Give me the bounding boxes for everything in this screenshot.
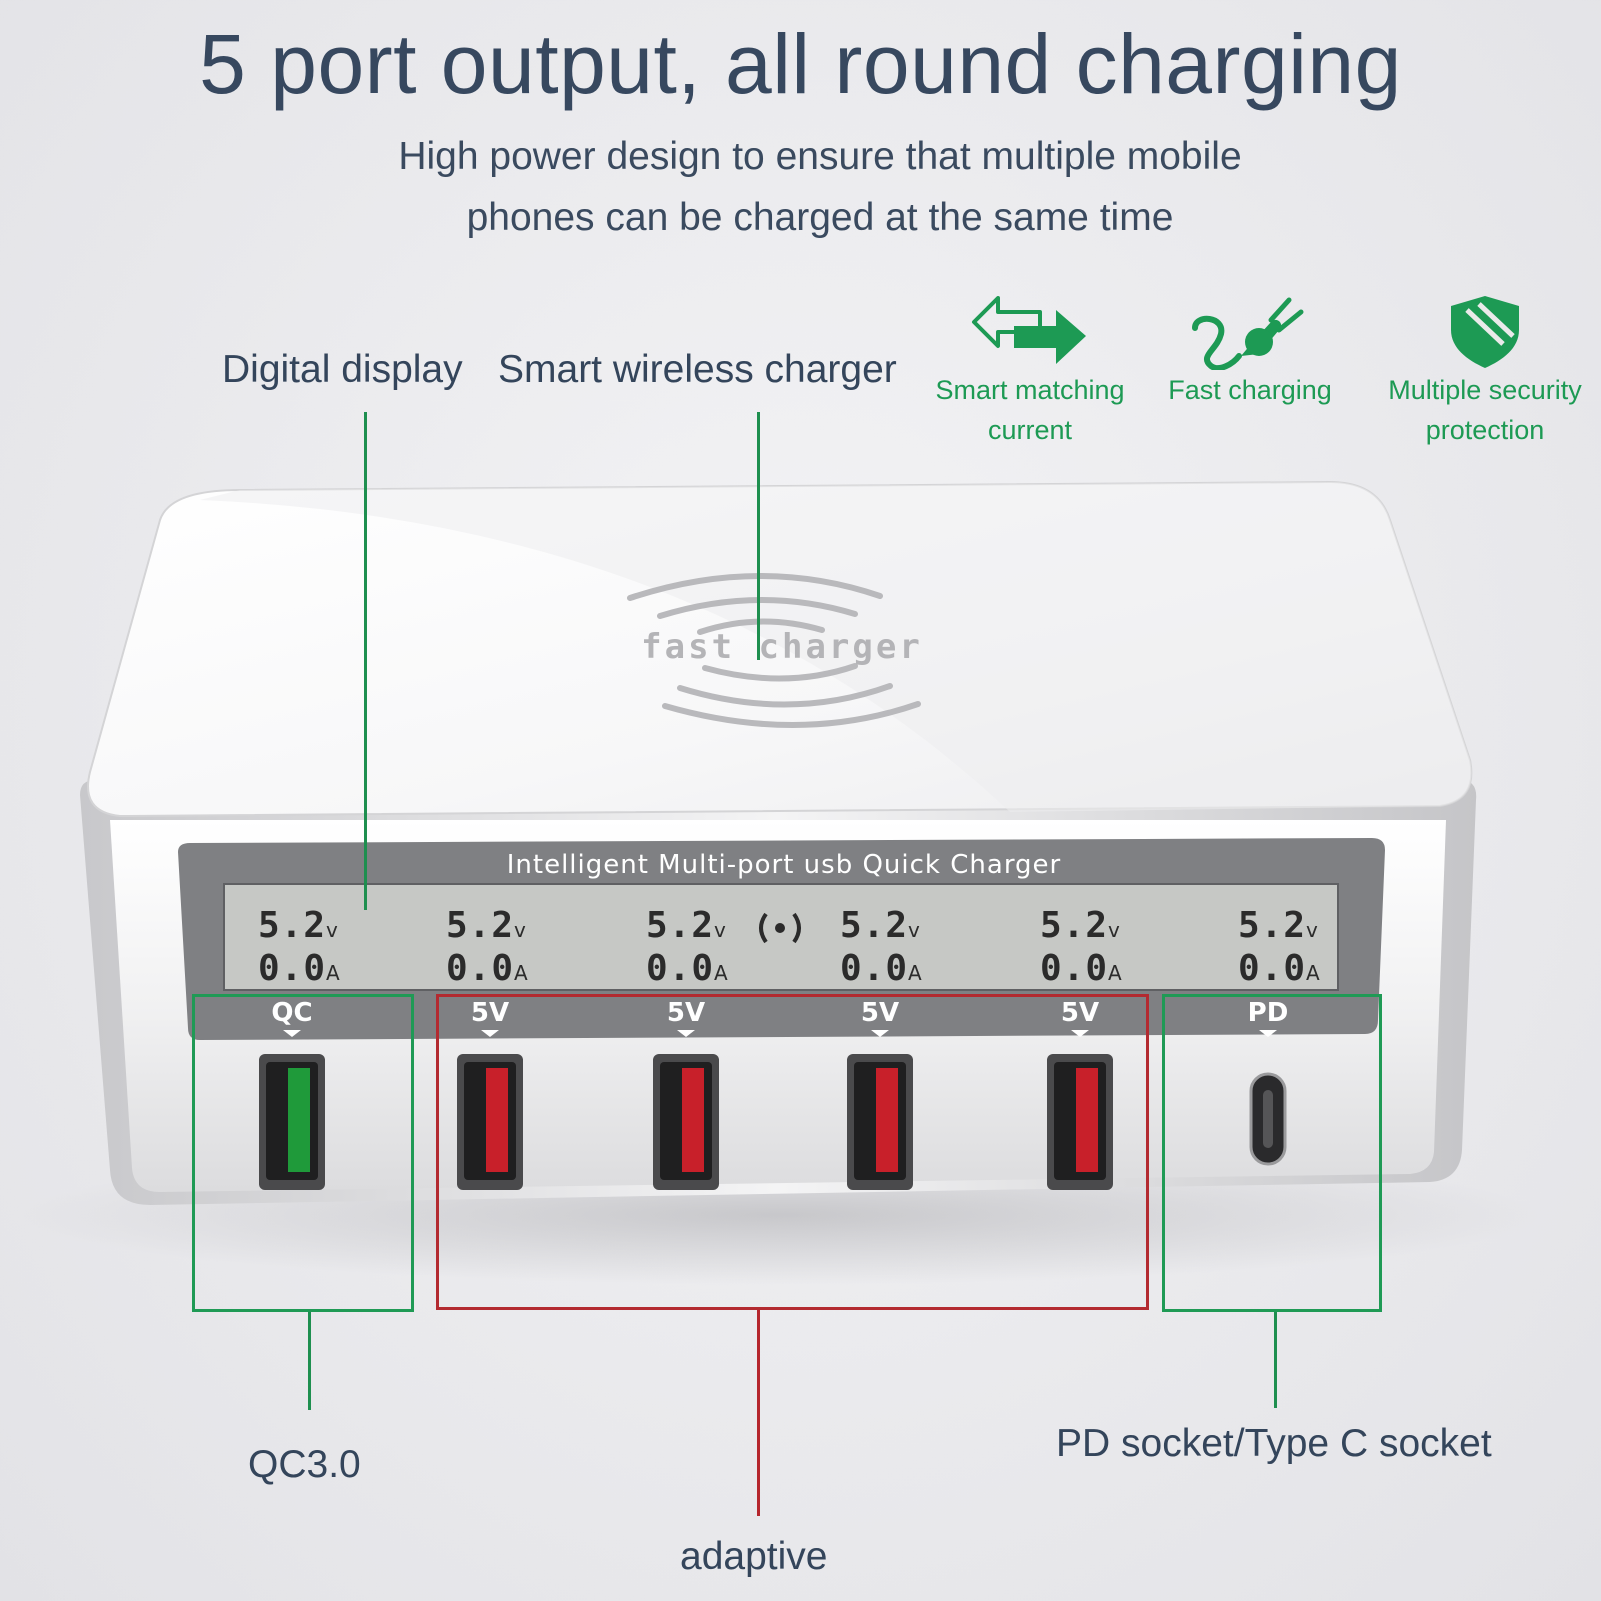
port-label: 5V (646, 998, 726, 1037)
voltage-unit: v (514, 918, 526, 942)
voltage-value: 5.2 (446, 905, 515, 946)
voltage-unit: v (714, 918, 726, 942)
feature-smart-matching: Smart matching current (930, 294, 1130, 450)
wireless-charger-label: Smart wireless charger (498, 348, 897, 391)
port-label: 5V (450, 998, 530, 1037)
feature-label: current (987, 415, 1073, 445)
feature-label: Smart matching (935, 375, 1125, 405)
qc-callout-box (192, 994, 414, 1312)
lcd-readout: 5.2v 0.0A (646, 908, 728, 994)
qc-leader (308, 1312, 311, 1410)
qc-label: QC3.0 (248, 1443, 361, 1486)
ports (259, 1054, 1287, 1190)
usb-a-tongue (682, 1068, 704, 1172)
usb-a-tongue (288, 1068, 310, 1172)
adaptive-label: adaptive (680, 1535, 828, 1578)
current-value: 0.0 (840, 948, 909, 989)
pd-leader (1274, 1312, 1277, 1408)
current-unit: A (908, 961, 922, 985)
page-title: 5 port output, all round charging (199, 17, 1402, 111)
digital-display-label: Digital display (222, 348, 463, 391)
plug-icon (1192, 297, 1304, 370)
feature-label: protection (1425, 415, 1545, 445)
panel-title: Intelligent Multi-port usb Quick Charger (507, 850, 1062, 880)
usb-a-tongue (1076, 1068, 1098, 1172)
voltage-unit: v (908, 918, 920, 942)
current-unit: A (514, 961, 528, 985)
lcd-readout: 5.2v 0.0A (446, 908, 528, 994)
arrows-icon (972, 296, 1086, 364)
voltage-unit: v (1306, 918, 1318, 942)
current-unit: A (714, 961, 728, 985)
lcd-readout: 5.2v 0.0A (258, 908, 340, 994)
subtitle-line-2: phones can be charged at the same time (466, 196, 1174, 239)
port-label-text: 5V (1060, 998, 1100, 1028)
current-value: 0.0 (258, 948, 327, 989)
feature-label: Fast charging (1168, 375, 1332, 405)
voltage-unit: v (326, 918, 338, 942)
current-value: 0.0 (646, 948, 715, 989)
pad-text: fast charger (641, 627, 923, 667)
shield-icon (1451, 296, 1519, 368)
port-label: QC (252, 998, 332, 1037)
voltage-value: 5.2 (646, 905, 715, 946)
voltage-value: 5.2 (1040, 905, 1109, 946)
current-unit: A (1306, 961, 1320, 985)
feature-label: Multiple security (1388, 375, 1582, 405)
port-label-text: 5V (860, 998, 900, 1028)
pd-label: PD socket/Type C socket (1056, 1422, 1492, 1465)
voltage-value: 5.2 (258, 905, 327, 946)
usb-a-tongue (486, 1068, 508, 1172)
port-label: 5V (1040, 998, 1120, 1037)
feature-security: Multiple security protection (1380, 294, 1590, 450)
port-label-text: QC (271, 998, 313, 1028)
adaptive-leader (757, 1310, 760, 1516)
current-value: 0.0 (1040, 948, 1109, 989)
wireless-charger-leader (757, 412, 760, 660)
port-label-text: PD (1247, 998, 1289, 1028)
current-value: 0.0 (1238, 948, 1307, 989)
port-label: 5V (840, 998, 920, 1037)
pd-callout-box (1162, 994, 1382, 1312)
voltage-unit: v (1108, 918, 1120, 942)
usb-a-tongue (876, 1068, 898, 1172)
wireless-indicator-icon (759, 912, 801, 944)
current-unit: A (326, 961, 340, 985)
usb-c-tongue (1263, 1090, 1273, 1148)
current-unit: A (1108, 961, 1122, 985)
voltage-value: 5.2 (1238, 905, 1307, 946)
lcd-readout: 5.2v 0.0A (1238, 908, 1320, 994)
lcd-readout: 5.2v 0.0A (1040, 908, 1122, 994)
port-label: PD (1228, 998, 1308, 1037)
lcd-screen (223, 883, 1339, 991)
feature-fast-charging: Fast charging (1160, 294, 1340, 410)
port-label-text: 5V (470, 998, 510, 1028)
current-value: 0.0 (446, 948, 515, 989)
lcd-readout: 5.2v 0.0A (840, 908, 922, 994)
voltage-value: 5.2 (840, 905, 909, 946)
subtitle-line-1: High power design to ensure that multipl… (398, 135, 1242, 178)
adaptive-callout-box (436, 994, 1149, 1310)
port-label-text: 5V (666, 998, 706, 1028)
digital-display-leader (364, 412, 367, 910)
